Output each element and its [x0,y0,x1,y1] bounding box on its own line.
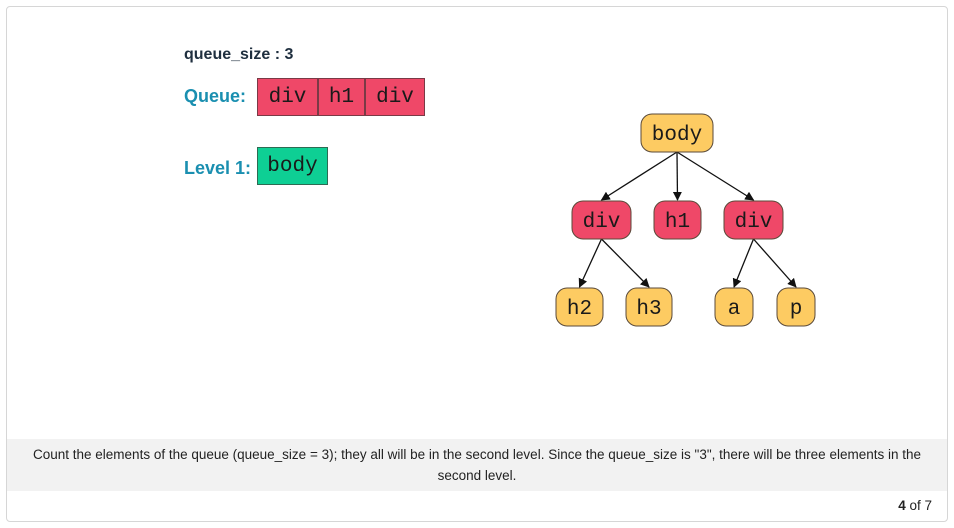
tree-node-div2: div [723,200,784,240]
tree-node-label: h2 [567,298,592,321]
queue-cell: div [257,78,318,116]
level-cell: body [257,147,328,185]
level-cells: body [257,147,328,185]
tree-node-box [571,200,632,240]
tree-node-box [625,287,673,327]
tree-edge-body-div2 [676,151,755,201]
tree-node-body: body [640,113,714,153]
tree-edge-div1-h2 [578,238,603,288]
slide-frame [6,6,948,522]
tree-diagram: body div h1 div h2 h3 a p [555,113,816,327]
tree-edge-div1-h3 [601,238,650,288]
tree-node-p: p [776,287,816,327]
tree-edge-body-h1 [672,151,682,201]
pager-current: 4 [898,498,906,513]
tree-edge-div2-p [753,238,797,288]
tree-node-h3: h3 [625,287,673,327]
tree-node-box [640,113,714,153]
tree-edge-div2-a [732,238,755,288]
tree-node-box [714,287,754,327]
tree-node-box [555,287,604,327]
tree-node-h1: h1 [653,200,702,240]
caption-text: Count the elements of the queue (queue_s… [7,439,947,491]
tree-node-box [653,200,702,240]
tree-node-box [723,200,784,240]
queue-cell: h1 [318,78,365,116]
tree-node-label: h1 [665,211,690,234]
tree-node-div1: div [571,200,632,240]
tree-node-label: a [728,298,741,321]
tree-node-label: body [652,124,702,147]
tree-edge-body-div1 [600,151,678,201]
queue-label: Queue: [184,86,247,106]
tree-node-label: div [735,211,773,234]
tree-node-box [776,287,816,327]
slide-pager: 4 of 7 [898,498,932,513]
tree-node-h2: h2 [555,287,604,327]
queue-cell: div [365,78,425,116]
level-label: Level 1: [184,158,252,178]
tree-node-a: a [714,287,754,327]
tree-node-label: p [790,298,803,321]
tree-node-label: div [583,211,621,234]
pager-total: of 7 [905,498,932,513]
queue-size-label: queue_size : 3 [184,46,294,63]
tree-node-label: h3 [636,298,661,321]
